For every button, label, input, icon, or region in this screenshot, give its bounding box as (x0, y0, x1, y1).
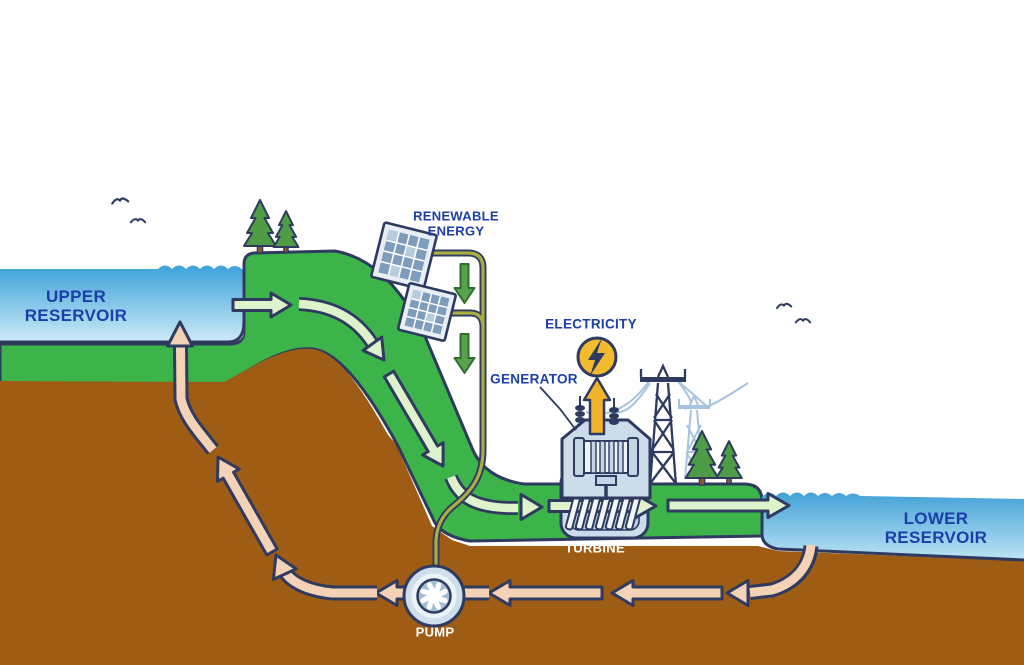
insulator-icon (575, 396, 619, 425)
green-hillside (0, 249, 764, 543)
upper-reservoir-water (0, 265, 246, 344)
generator-assembly (560, 376, 652, 500)
generation-flow-arrows (231, 291, 791, 521)
generator-pointer-line (539, 386, 577, 431)
power-cable (425, 249, 487, 570)
pump-impeller-icon (402, 564, 466, 628)
solar-panel-icon (370, 221, 457, 342)
lower-reservoir-water (760, 492, 1024, 562)
lightning-bolt-in-circle-icon (576, 336, 618, 378)
power-pylon-icon-near (639, 363, 687, 486)
pine-tree-icon (243, 199, 743, 486)
renewable-charging-arrows (453, 263, 476, 374)
electricity-output-arrow (582, 376, 612, 436)
